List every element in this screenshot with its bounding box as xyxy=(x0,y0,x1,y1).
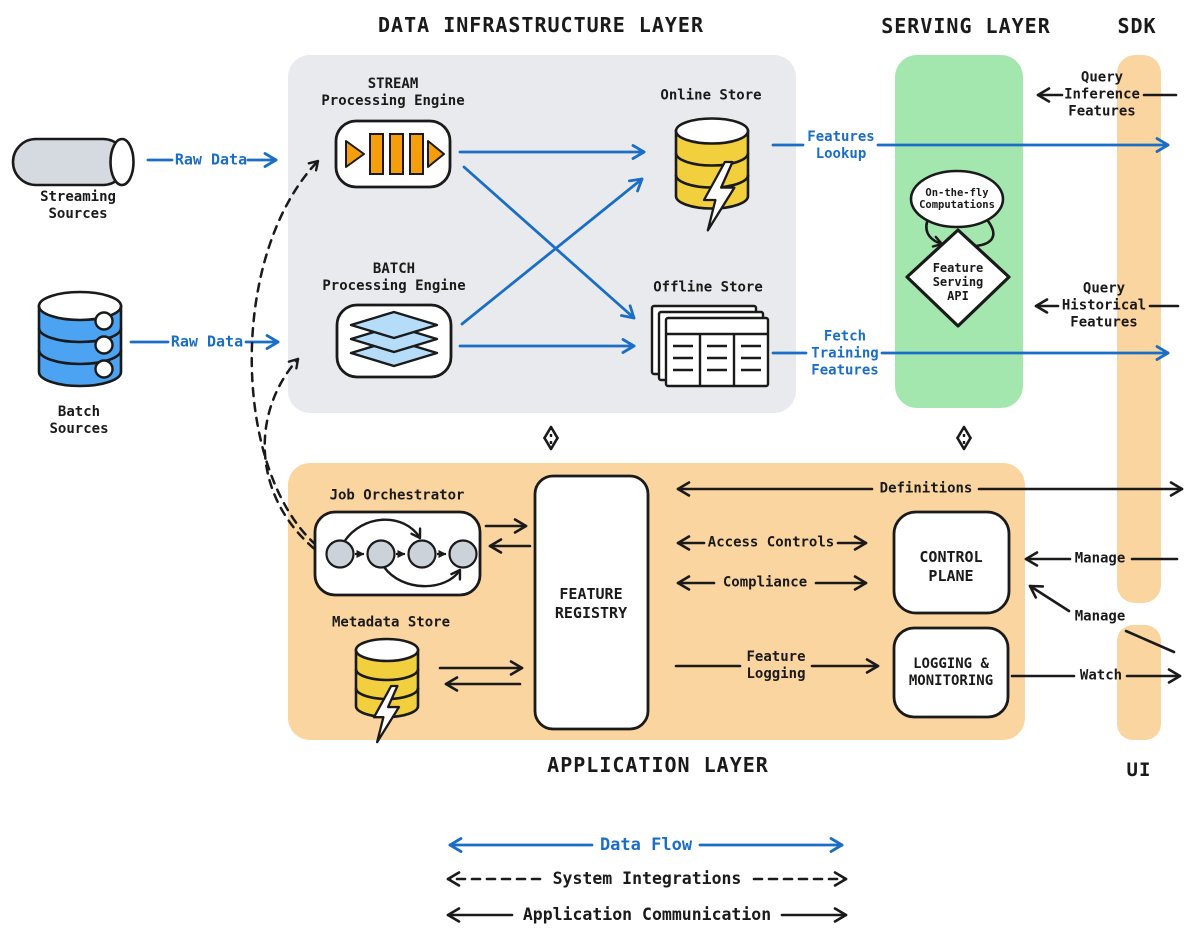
online-store-label: Online Store xyxy=(660,87,762,104)
serving-layer-title: SERVING LAYER xyxy=(881,14,1051,38)
compliance-label: Compliance xyxy=(722,574,808,591)
query-historical-features-label: Query Historical Features xyxy=(1061,280,1147,331)
online-store-icon xyxy=(674,117,750,231)
logging-monitoring-box xyxy=(892,626,1010,719)
on-the-fly-computations-label: On-the-fly Computations xyxy=(919,187,995,211)
manage-ui-arrow xyxy=(1028,584,1176,654)
ui-title: UI xyxy=(1126,759,1152,781)
definitions-label: Definitions xyxy=(879,480,973,497)
offline-store-icon xyxy=(650,304,770,388)
batch-engine-label: BATCH Processing Engine xyxy=(322,261,466,294)
watch-label: Watch xyxy=(1079,667,1123,684)
access-controls-label: Access Controls xyxy=(707,534,835,551)
metadata-registry-arrows xyxy=(438,660,524,692)
application-layer-title: APPLICATION LAYER xyxy=(547,753,769,777)
manage-ui-label: Manage xyxy=(1074,608,1126,625)
feature-logging-label: Feature Logging xyxy=(746,649,806,682)
query-inference-features-label: Query Inference Features xyxy=(1064,69,1140,120)
metadata-store-label: Metadata Store xyxy=(331,614,451,631)
control-plane-label: CONTROL PLANE xyxy=(919,548,983,585)
raw-data-batch-label: Raw Data xyxy=(170,332,244,351)
streaming-sources-icon xyxy=(11,137,135,187)
stream-processing-engine-icon xyxy=(334,119,452,189)
batch-sources-icon xyxy=(37,290,123,388)
job-orchestrator-icon xyxy=(313,510,482,597)
feature-registry-label: FEATURE REGISTRY xyxy=(554,585,628,622)
stream-engine-label: STREAM Processing Engine xyxy=(321,76,465,109)
feature-registry-box xyxy=(533,474,650,731)
logging-monitoring-label: LOGGING & MONITORING xyxy=(908,656,994,689)
legend-system-integrations-label: System Integrations xyxy=(552,869,742,888)
batch-sources-label: Batch Sources xyxy=(49,404,109,437)
batch-processing-engine-icon xyxy=(335,303,453,379)
offline-store-label: Offline Store xyxy=(653,279,763,296)
sdk-title: SDK xyxy=(1117,14,1157,38)
legend-application-communication-label: Application Communication xyxy=(522,905,772,924)
orchestrator-engine-integration-curves xyxy=(250,159,328,560)
on-the-fly-computations-bubble xyxy=(909,169,1005,248)
orchestrator-registry-arrows xyxy=(484,518,532,554)
features-lookup-label: Features Lookup xyxy=(807,129,875,162)
feature-serving-api-diamond xyxy=(905,228,1011,328)
legend-data-flow-label: Data Flow xyxy=(599,835,693,855)
streaming-sources-label: Streaming Sources xyxy=(40,189,116,222)
fetch-training-features-label: Fetch Training Features xyxy=(811,328,879,379)
job-orchestrator-label: Job Orchestrator xyxy=(329,487,465,504)
metadata-store-icon xyxy=(354,637,420,742)
feature-serving-api-label: Feature Serving API xyxy=(932,261,984,303)
manage-control-label: Manage xyxy=(1074,550,1126,567)
engine-to-store-arrows xyxy=(458,144,646,354)
layer-sync-arrows xyxy=(543,425,972,451)
infrastructure-layer-title: DATA INFRASTRUCTURE LAYER xyxy=(377,13,705,37)
raw-data-stream-label: Raw Data xyxy=(174,150,248,169)
control-plane-box xyxy=(892,510,1011,615)
